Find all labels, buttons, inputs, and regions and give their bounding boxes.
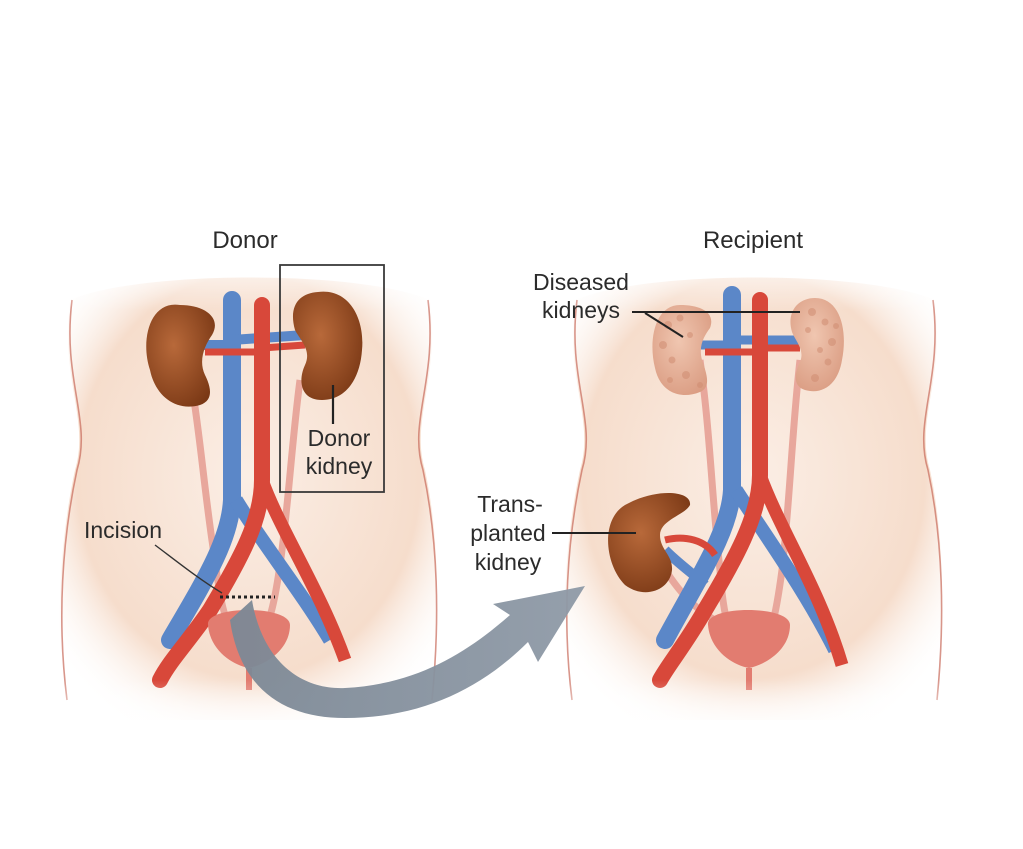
donor-left-kidney bbox=[146, 304, 215, 407]
incision-callout-line bbox=[154, 544, 223, 594]
recipient-panel bbox=[545, 250, 985, 740]
donor-iliac-artery-right bbox=[255, 477, 352, 663]
graft-vein-connection bbox=[661, 546, 709, 589]
donor-left-ureter bbox=[186, 374, 233, 628]
transplanted-kidney-label-line1: Trans- bbox=[477, 491, 543, 517]
recipient-torso-right-edge bbox=[922, 299, 943, 701]
donor-renal-artery-right bbox=[261, 341, 306, 352]
diseased-kidneys-label-line1: Diseased bbox=[533, 269, 629, 295]
diseased-kidneys-label-line2: kidneys bbox=[542, 297, 620, 323]
donor-vena-cava bbox=[161, 291, 241, 649]
donor-kidney-label-line2: kidney bbox=[306, 453, 373, 479]
transplanted-kidney-label-line3: kidney bbox=[475, 549, 542, 575]
recipient-bladder bbox=[707, 610, 790, 668]
incision-label: Incision bbox=[84, 517, 162, 543]
donor-aorta bbox=[152, 297, 270, 688]
donor-kidney-label-line1: Donor bbox=[308, 425, 371, 451]
donor-right-kidney bbox=[292, 291, 363, 400]
recipient-iliac-artery-right bbox=[753, 472, 849, 667]
donor-kidney-highlight-box bbox=[279, 264, 385, 493]
transplanted-kidney-label-line2: planted bbox=[470, 520, 545, 546]
recipient-title: Recipient bbox=[703, 227, 803, 254]
donor-iliac-vein-right bbox=[229, 496, 337, 644]
recipient-right-diseased-kidney bbox=[790, 298, 844, 392]
donor-torso-right-edge bbox=[417, 299, 438, 701]
donor-title: Donor bbox=[212, 227, 277, 254]
recipient-aorta bbox=[652, 292, 768, 688]
donor-torso-left-edge bbox=[61, 299, 83, 701]
recipient-torso-left-edge bbox=[566, 299, 588, 701]
diseased-kidney-texture bbox=[659, 308, 839, 388]
transfer-arrow bbox=[230, 586, 585, 718]
graft-artery-connection bbox=[664, 534, 718, 558]
transplanted-kidney bbox=[608, 492, 691, 593]
diseased-kidneys-callout-line bbox=[632, 311, 800, 338]
